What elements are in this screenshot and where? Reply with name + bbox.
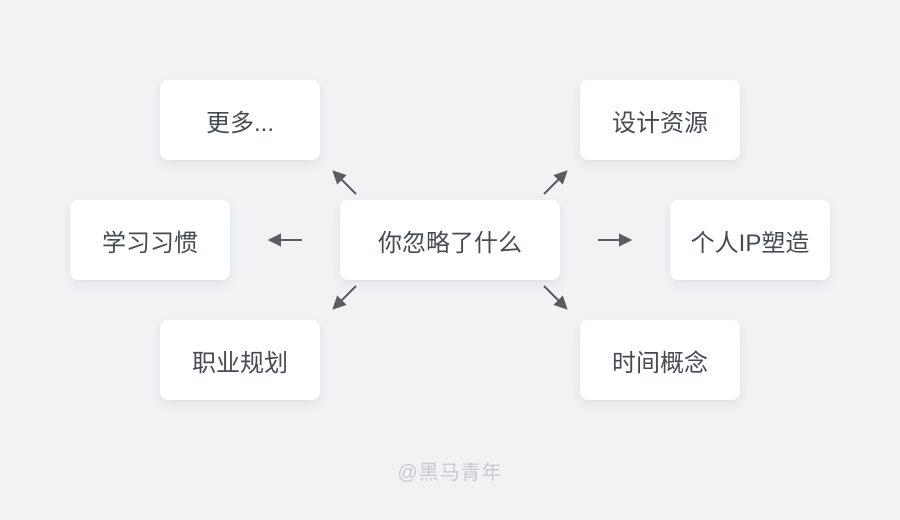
node-more[interactable]: 更多... — [160, 80, 320, 160]
arrow-down-right-icon — [543, 285, 568, 310]
node-time-concept[interactable]: 时间概念 — [580, 320, 740, 400]
node-career-planning[interactable]: 职业规划 — [160, 320, 320, 400]
watermark: @黑马青年 — [397, 462, 503, 484]
node-center[interactable]: 你忽略了什么 — [340, 200, 560, 280]
node-study-habits-label: 学习习惯 — [102, 229, 198, 257]
node-center-label: 你忽略了什么 — [378, 229, 522, 257]
node-design-resources[interactable]: 设计资源 — [580, 80, 740, 160]
node-career-planning-label: 职业规划 — [192, 349, 288, 377]
node-study-habits[interactable]: 学习习惯 — [70, 200, 230, 280]
arrow-up-left-icon — [332, 170, 357, 195]
arrow-down-left-icon — [332, 285, 357, 310]
node-time-concept-label: 时间概念 — [612, 349, 708, 377]
arrow-up-right-icon — [543, 170, 568, 195]
node-personal-ip[interactable]: 个人IP塑造 — [670, 200, 830, 280]
node-design-resources-label: 设计资源 — [612, 109, 708, 137]
node-personal-ip-label: 个人IP塑造 — [690, 229, 810, 257]
node-more-label: 更多... — [205, 109, 274, 137]
